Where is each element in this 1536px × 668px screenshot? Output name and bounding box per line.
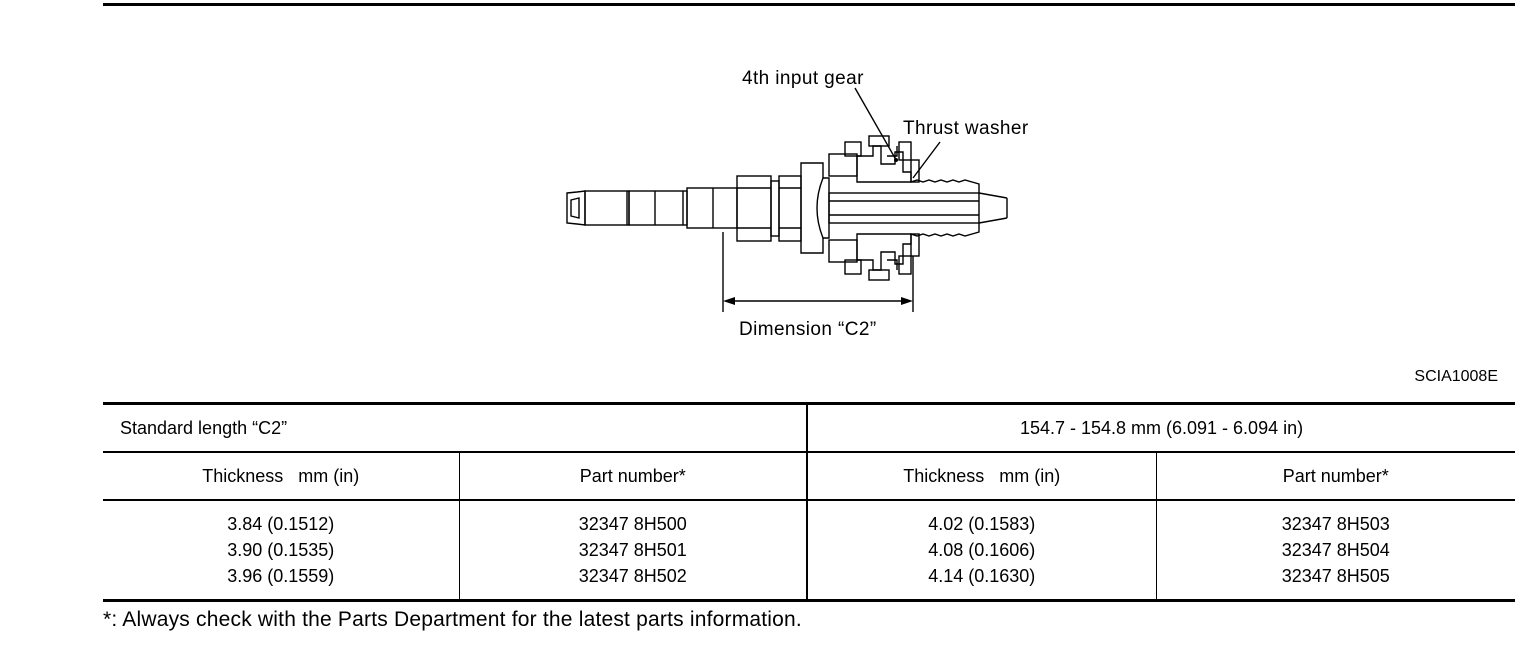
parts-footnote: *: Always check with the Parts Departmen… bbox=[103, 608, 802, 631]
part-number-left-cell: 32347 8H500 32347 8H501 32347 8H502 bbox=[459, 500, 809, 602]
header-part-number-right: Part number* bbox=[1156, 452, 1516, 501]
part-number-value: 32347 8H500 bbox=[578, 514, 687, 534]
thickness-value: 3.90 (0.1535) bbox=[227, 540, 335, 560]
part-number-value: 32347 8H503 bbox=[1281, 514, 1390, 534]
part-number-value: 32347 8H504 bbox=[1281, 540, 1390, 560]
table-header-row: Thickness mm (in) Part number* Thickness… bbox=[103, 452, 1516, 501]
part-number-value: 32347 8H505 bbox=[1281, 566, 1390, 586]
top-rule bbox=[103, 3, 1515, 6]
standard-length-row: Standard length “C2” 154.7 - 154.8 mm (6… bbox=[103, 402, 1516, 453]
standard-length-value: 154.7 - 154.8 mm (6.091 - 6.094 in) bbox=[807, 402, 1516, 453]
part-number-value: 32347 8H502 bbox=[578, 566, 687, 586]
thickness-value: 4.02 (0.1583) bbox=[928, 514, 1036, 534]
thickness-left-cell: 3.84 (0.1512) 3.90 (0.1535) 3.96 (0.1559… bbox=[103, 500, 460, 602]
thickness-right-cell: 4.02 (0.1583) 4.08 (0.1606) 4.14 (0.1630… bbox=[807, 500, 1157, 602]
dimension-c2-label: Dimension “C2” bbox=[739, 319, 877, 340]
shaft-drawing bbox=[566, 87, 1008, 312]
thrust-washer-label: Thrust washer bbox=[903, 118, 1029, 139]
thickness-value: 4.14 (0.1630) bbox=[928, 566, 1036, 586]
header-part-number-left: Part number* bbox=[459, 452, 809, 501]
thickness-value: 3.84 (0.1512) bbox=[227, 514, 335, 534]
thrust-washer-spec-table: Standard length “C2” 154.7 - 154.8 mm (6… bbox=[103, 402, 1516, 602]
standard-length-label: Standard length “C2” bbox=[103, 402, 809, 453]
header-thickness-right: Thickness mm (in) bbox=[807, 452, 1157, 501]
thickness-value: 4.08 (0.1606) bbox=[928, 540, 1036, 560]
thickness-value: 3.96 (0.1559) bbox=[227, 566, 335, 586]
shaft-assembly-diagram: 4th input gear Thrust washer Dimension “… bbox=[555, 60, 1075, 350]
input-gear-label: 4th input gear bbox=[742, 68, 864, 89]
part-number-value: 32347 8H501 bbox=[578, 540, 687, 560]
part-number-right-cell: 32347 8H503 32347 8H504 32347 8H505 bbox=[1156, 500, 1516, 602]
table-data-row: 3.84 (0.1512) 3.90 (0.1535) 3.96 (0.1559… bbox=[103, 500, 1516, 602]
header-thickness-left: Thickness mm (in) bbox=[103, 452, 460, 501]
figure-code: SCIA1008E bbox=[1414, 368, 1498, 385]
